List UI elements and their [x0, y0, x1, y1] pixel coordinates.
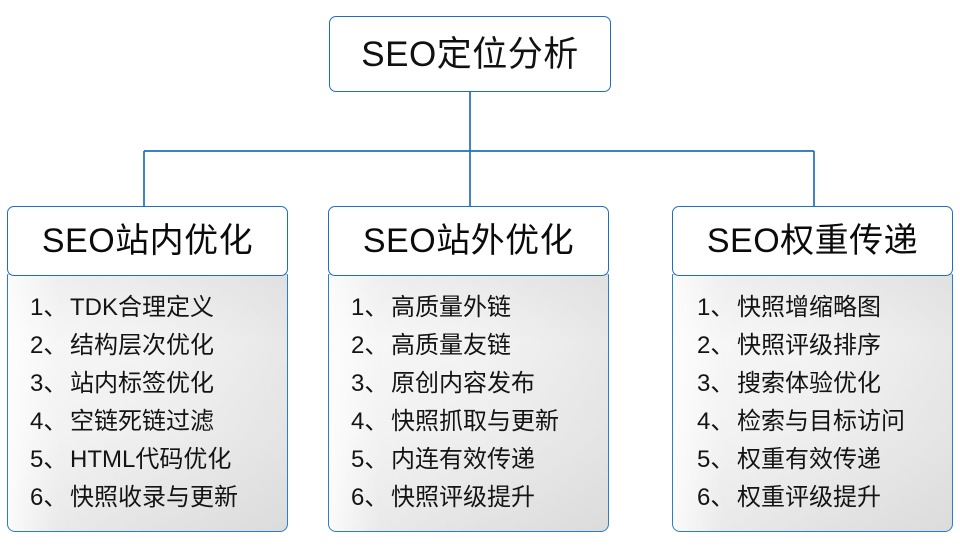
branch-item-list-onsite: 1、 TDK合理定义 2、 结构层次优化 3、 站内标签优化 4、 空链死链过滤… [7, 274, 288, 532]
list-item-index: 5、 [697, 446, 735, 473]
list-item-index: 4、 [697, 408, 735, 435]
branch-header-label: SEO站内优化 [41, 222, 254, 260]
list-item-index: 5、 [30, 446, 68, 473]
list-item-index: 3、 [351, 370, 389, 397]
branch-header-label: SEO站外优化 [362, 222, 575, 260]
list-item-text: 高质量友链 [391, 332, 511, 359]
list-item: 5、 权重有效传递 [673, 441, 952, 479]
list-item-text: 快照评级提升 [391, 484, 535, 511]
list-item: 2、 高质量友链 [329, 327, 608, 365]
list-item: 4、 空链死链过滤 [8, 403, 287, 441]
list-item-text: TDK合理定义 [70, 294, 214, 321]
list-item-text: 快照抓取与更新 [391, 408, 559, 435]
list-item: 4、 快照抓取与更新 [329, 403, 608, 441]
list-item-text: 快照评级排序 [737, 332, 881, 359]
list-item-text: 内连有效传递 [391, 446, 535, 473]
list-item: 3、 原创内容发布 [329, 365, 608, 403]
list-item: 2、 结构层次优化 [8, 327, 287, 365]
list-item: 6、 权重评级提升 [673, 479, 952, 517]
list-item-index: 3、 [697, 370, 735, 397]
list-item-index: 2、 [351, 332, 389, 359]
list-item-index: 2、 [697, 332, 735, 359]
list-item: 4、 检索与目标访问 [673, 403, 952, 441]
branch-item-list-offsite: 1、 高质量外链 2、 高质量友链 3、 原创内容发布 4、 快照抓取与更新 5… [328, 274, 609, 532]
list-item-index: 4、 [351, 408, 389, 435]
list-item-text: HTML代码优化 [70, 446, 232, 473]
list-item-text: 权重评级提升 [737, 484, 881, 511]
branch-item-list-weight-transfer: 1、 快照增缩略图 2、 快照评级排序 3、 搜索体验优化 4、 检索与目标访问… [672, 274, 953, 532]
branch-column-weight-transfer: SEO权重传递 1、 快照增缩略图 2、 快照评级排序 3、 搜索体验优化 4、… [672, 206, 953, 532]
list-item: 3、 站内标签优化 [8, 365, 287, 403]
list-item-text: 结构层次优化 [70, 332, 214, 359]
list-item-index: 6、 [351, 484, 389, 511]
list-item-index: 5、 [351, 446, 389, 473]
branch-header-label: SEO权重传递 [706, 222, 919, 260]
list-item-index: 1、 [351, 294, 389, 321]
list-item-text: 检索与目标访问 [737, 408, 905, 435]
list-item: 1、 快照增缩略图 [673, 289, 952, 327]
branch-header-onsite[interactable]: SEO站内优化 [7, 206, 288, 276]
list-item: 3、 搜索体验优化 [673, 365, 952, 403]
branch-header-weight-transfer[interactable]: SEO权重传递 [672, 206, 953, 276]
list-item-text: 权重有效传递 [737, 446, 881, 473]
list-item: 5、 内连有效传递 [329, 441, 608, 479]
root-node-seo-positioning[interactable]: SEO定位分析 [329, 16, 611, 92]
list-item-index: 6、 [697, 484, 735, 511]
list-item-index: 2、 [30, 332, 68, 359]
list-item: 6、 快照收录与更新 [8, 479, 287, 517]
list-item: 6、 快照评级提升 [329, 479, 608, 517]
list-item-text: 站内标签优化 [70, 370, 214, 397]
list-item: 1、 高质量外链 [329, 289, 608, 327]
list-item-text: 快照收录与更新 [70, 484, 238, 511]
list-item-text: 高质量外链 [391, 294, 511, 321]
list-item: 2、 快照评级排序 [673, 327, 952, 365]
list-item: 1、 TDK合理定义 [8, 289, 287, 327]
root-node-label: SEO定位分析 [361, 34, 579, 74]
branch-column-offsite: SEO站外优化 1、 高质量外链 2、 高质量友链 3、 原创内容发布 4、 快… [328, 206, 609, 532]
list-item-text: 空链死链过滤 [70, 408, 214, 435]
list-item-index: 4、 [30, 408, 68, 435]
branch-column-onsite: SEO站内优化 1、 TDK合理定义 2、 结构层次优化 3、 站内标签优化 4… [7, 206, 288, 532]
list-item-index: 1、 [30, 294, 68, 321]
list-item-index: 3、 [30, 370, 68, 397]
list-item: 5、 HTML代码优化 [8, 441, 287, 479]
list-item-index: 1、 [697, 294, 735, 321]
list-item-text: 原创内容发布 [391, 370, 535, 397]
list-item-text: 搜索体验优化 [737, 370, 881, 397]
list-item-text: 快照增缩略图 [737, 294, 881, 321]
list-item-index: 6、 [30, 484, 68, 511]
branch-header-offsite[interactable]: SEO站外优化 [328, 206, 609, 276]
